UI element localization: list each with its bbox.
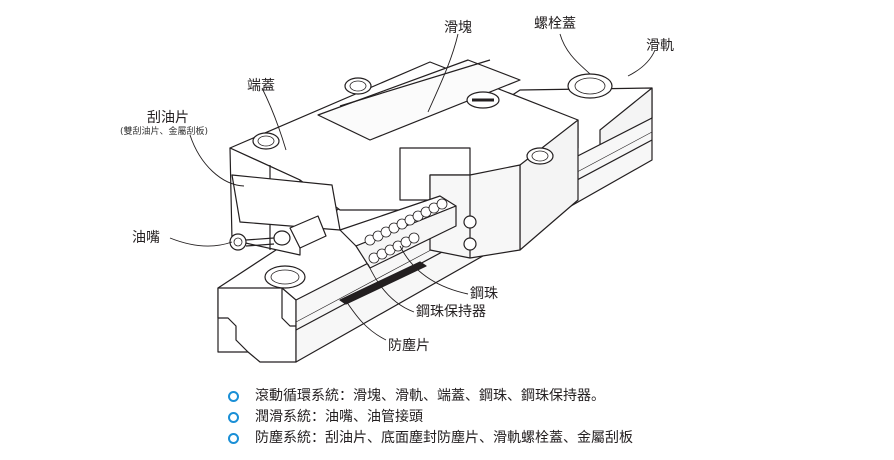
grease-nipple <box>229 215 327 251</box>
linear-guide-diagram <box>169 33 656 363</box>
legend-item: 滾動循環系統：滑塊、滑軌、端蓋、鋼珠、鋼珠保持器。 <box>228 386 788 406</box>
label-dust-seal: 防塵片 <box>388 338 430 354</box>
systems-legend: 滾動循環系統：滑塊、滑軌、端蓋、鋼珠、鋼珠保持器。 潤滑系統：油嘴、油管接頭 防… <box>228 386 788 449</box>
dust-seal-strip <box>339 261 427 305</box>
label-end-cap: 端蓋 <box>247 78 275 94</box>
slider-block <box>229 59 579 259</box>
legend-text: 潤滑系統：油嘴、油管接頭 <box>255 409 423 425</box>
legend-text: 防塵系統：刮油片、底面塵封防塵片、滑軌螺栓蓋、金屬刮板 <box>255 430 633 446</box>
label-slider: 滑塊 <box>444 20 472 36</box>
legend-item: 防塵系統：刮油片、底面塵封防塵片、滑軌螺栓蓋、金屬刮板 <box>228 428 788 448</box>
label-ball-retainer: 鋼珠保持器 <box>416 304 486 320</box>
label-scraper: 刮油片 <box>147 110 189 126</box>
bullet-ring-icon <box>228 390 239 402</box>
legend-item: 潤滑系統：油嘴、油管接頭 <box>228 407 788 427</box>
label-rail: 滑軌 <box>646 38 674 54</box>
label-grease-nipple: 油嘴 <box>132 230 160 246</box>
label-bolt-cap: 螺栓蓋 <box>534 16 576 32</box>
label-scraper-note: (雙刮油片、金屬刮板) <box>120 127 209 137</box>
steel-balls <box>364 198 448 264</box>
legend-text: 滾動循環系統：滑塊、滑軌、端蓋、鋼珠、鋼珠保持器。 <box>255 388 605 404</box>
label-steel-ball: 鋼珠 <box>470 286 498 302</box>
bullet-ring-icon <box>228 432 239 444</box>
bullet-ring-icon <box>228 411 239 423</box>
